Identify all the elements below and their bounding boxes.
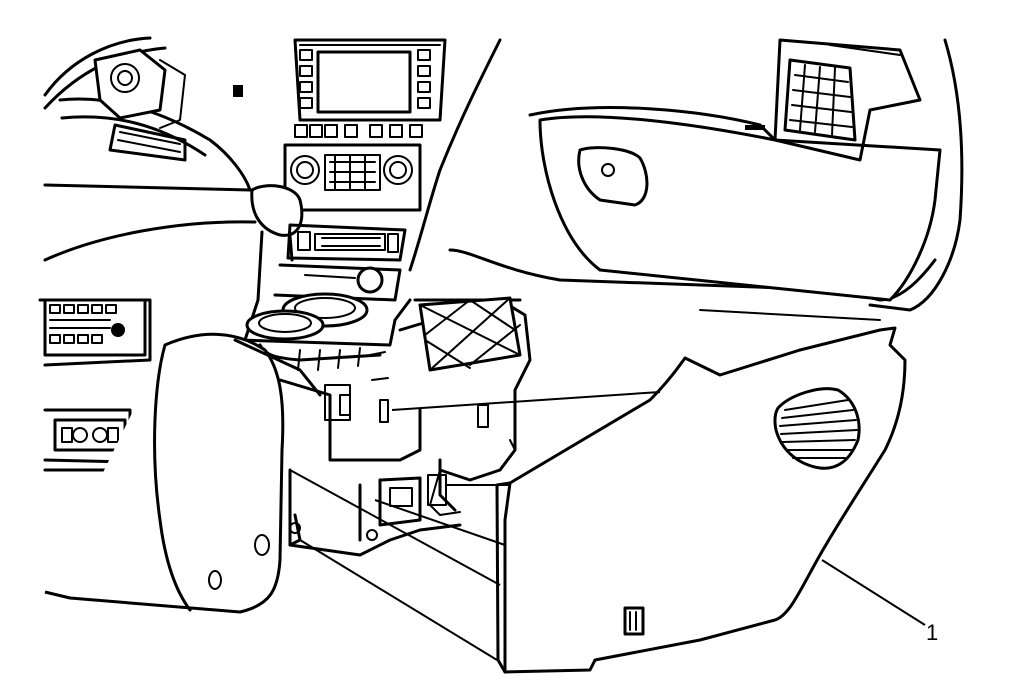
assembly-guide-lines xyxy=(289,391,661,661)
climate-and-cupholders xyxy=(238,223,412,371)
console-side-trim-panel xyxy=(495,326,907,674)
callout-1: 1 xyxy=(821,559,938,645)
passenger-dash xyxy=(408,38,964,321)
console-mounting-bracket xyxy=(278,296,532,557)
center-console-body xyxy=(44,332,322,614)
center-stack xyxy=(283,38,447,212)
steering-wheel xyxy=(43,36,252,192)
callout-1-label: 1 xyxy=(926,620,938,645)
passenger-air-vent xyxy=(773,38,922,162)
